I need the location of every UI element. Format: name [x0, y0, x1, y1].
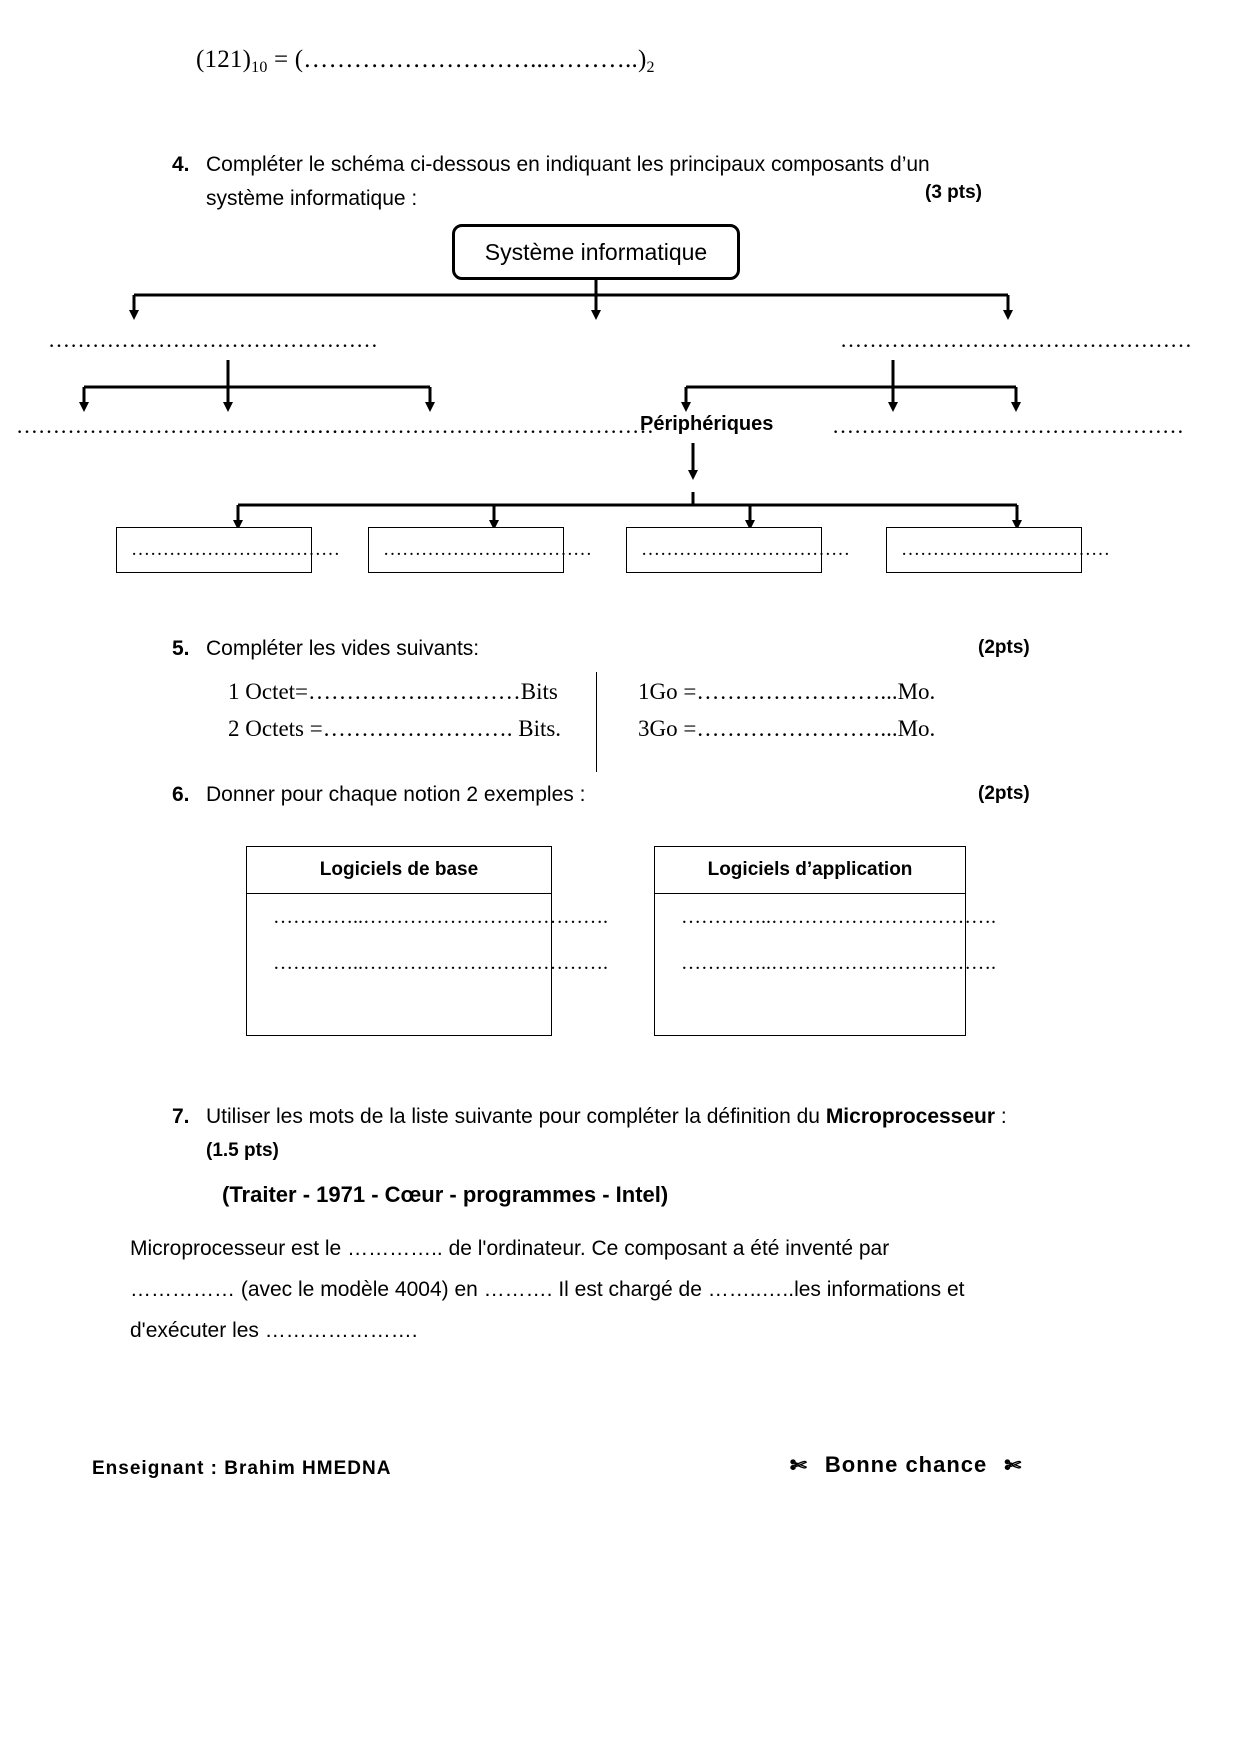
- question-7-paragraph-line3[interactable]: d'exécuter les ………………….: [130, 1319, 418, 1342]
- question-7-keyword: Microprocesseur: [825, 1105, 996, 1128]
- diagram-blank-level2-a[interactable]: …………………………………………: [16, 413, 368, 438]
- logiciels-application-table: Logiciels d’application …………..……………………………: [654, 846, 996, 1036]
- q5-fill-right-2[interactable]: 3Go =……………………...Mo.: [638, 716, 936, 741]
- logiciels-de-base-row-1[interactable]: …………..……………………………….: [273, 906, 608, 928]
- diagram-leaf-box-2[interactable]: ……………………………: [368, 527, 592, 573]
- diagram-blank-level1-left[interactable]: ………………………………………: [48, 327, 378, 352]
- diagram-leaf-box-2-dots: ……………………………: [383, 539, 592, 560]
- conversion-equals: = (: [267, 46, 304, 73]
- conversion-base-from: 10: [251, 59, 268, 76]
- diagram-blank-level2-c[interactable]: …………………………………………: [832, 413, 1184, 438]
- question-7: 7. Utiliser les mots de la liste suivant…: [172, 1100, 1032, 1168]
- question-7-paragraph-line2[interactable]: …………… (avec le modèle 4004) en ………. Il e…: [130, 1278, 965, 1301]
- diagram-leaf-box-4[interactable]: ……………………………: [886, 527, 1110, 573]
- diagram-blank-level1-right[interactable]: …………………………………………: [840, 327, 1192, 352]
- question-5-text: Compléter les vides suivants:: [206, 637, 480, 660]
- diagram-peripherals-label: Périphériques: [640, 413, 774, 435]
- footer-wish-text: Bonne chance: [824, 1452, 988, 1477]
- logiciels-application-row-2[interactable]: …………..…………………………….: [681, 952, 996, 974]
- system-diagram: Système informatique ……………………………………… …………: [0, 215, 1240, 595]
- question-4-number: 4.: [172, 153, 190, 176]
- conversion-blank-dots: ………………………...………..: [303, 46, 638, 73]
- footer-wish: ✄ Bonne chance ✄: [790, 1452, 1022, 1478]
- question-7-number: 7.: [172, 1105, 190, 1128]
- logiciels-application-header: Logiciels d’application: [655, 847, 965, 894]
- question-7-paragraph-line1[interactable]: Microprocesseur est le ………….. de l'ordin…: [130, 1237, 890, 1260]
- diagram-leaf-box-1-dots: ……………………………: [131, 539, 340, 560]
- diagram-leaf-box-3[interactable]: ……………………………: [626, 527, 850, 573]
- question-5-points: (2pts): [978, 637, 1030, 658]
- question-4: 4. Compléter le schéma ci-dessous en ind…: [172, 148, 1002, 216]
- question-7-text-b: :: [995, 1105, 1007, 1128]
- conversion-exercise-line: (121)10 = (………………………...………..)2: [196, 46, 655, 76]
- conversion-suffix: ): [637, 46, 647, 73]
- question-7-points: (1.5 pts): [206, 1140, 279, 1161]
- question-4-points: (3 pts): [925, 182, 982, 203]
- q5-fill-right-1[interactable]: 1Go =……………………...Mo.: [638, 679, 936, 704]
- question-6: 6. Donner pour chaque notion 2 exemples …: [172, 778, 1002, 812]
- scissors-right-icon: ✄: [1004, 1455, 1023, 1477]
- question-6-points: (2pts): [978, 783, 1030, 804]
- q5-fill-left-1[interactable]: 1 Octet=…………….…………Bits: [228, 679, 558, 704]
- question-4-text-line1: Compléter le schéma ci-dessous en indiqu…: [206, 153, 930, 176]
- diagram-leaf-box-3-dots: ……………………………: [641, 539, 850, 560]
- logiciels-de-base-row-2[interactable]: …………..……………………………….: [273, 952, 608, 974]
- q5-fill-left-2[interactable]: 2 Octets =……………………. Bits.: [228, 716, 562, 741]
- conversion-base-to: 2: [646, 59, 655, 76]
- question-5-divider: [596, 672, 597, 772]
- question-5: 5. Compléter les vides suivants:: [172, 632, 1002, 666]
- footer-teacher-name: Enseignant : Brahim HMEDNA: [92, 1458, 392, 1479]
- logiciels-de-base-table: Logiciels de base …………..………………………………. ………: [246, 846, 608, 1036]
- logiciels-de-base-header: Logiciels de base: [247, 847, 551, 894]
- conversion-prefix: (121): [196, 46, 252, 73]
- question-7-paragraph: Microprocesseur est le ………….. de l'ordin…: [130, 1228, 1090, 1351]
- question-7-word-list: (Traiter - 1971 - Cœur - programmes - In…: [222, 1182, 669, 1207]
- diagram-leaf-box-1[interactable]: ……………………………: [116, 527, 340, 573]
- diagram-root-box: Système informatique: [452, 224, 740, 280]
- diagram-root-label: Système informatique: [484, 238, 708, 265]
- question-4-text-line2: système informatique :: [206, 187, 418, 210]
- question-5-number: 5.: [172, 637, 190, 660]
- question-6-number: 6.: [172, 783, 190, 806]
- scissors-left-icon: ✄: [790, 1455, 808, 1477]
- diagram-leaf-box-4-dots: ……………………………: [901, 539, 1110, 560]
- diagram-blank-level2-b[interactable]: …………………………………………: [302, 413, 654, 438]
- question-7-text-a: Utiliser les mots de la liste suivante p…: [206, 1105, 826, 1128]
- logiciels-application-row-1[interactable]: …………..…………………………….: [681, 906, 996, 928]
- question-7-text-line1: Utiliser les mots de la liste suivante p…: [206, 1100, 1032, 1134]
- question-6-text: Donner pour chaque notion 2 exemples :: [206, 783, 586, 806]
